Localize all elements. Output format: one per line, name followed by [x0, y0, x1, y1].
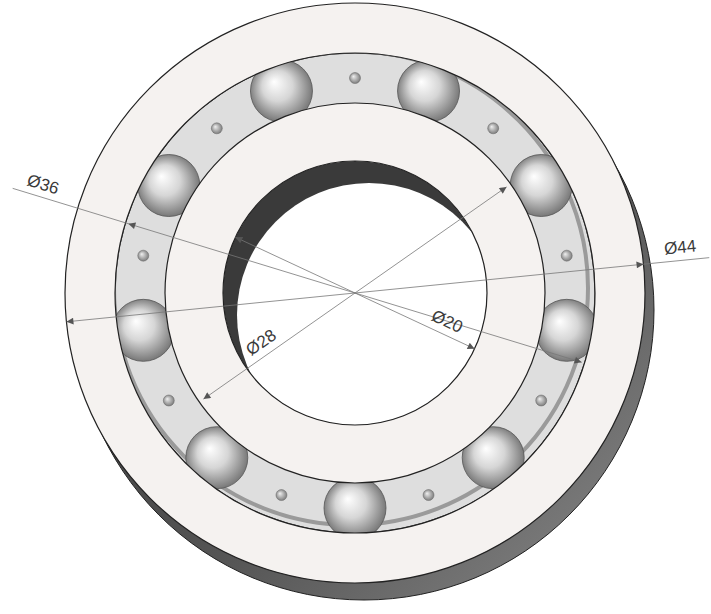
cage-rivet — [276, 490, 287, 501]
cage-rivet — [138, 250, 149, 261]
cage-rivet — [561, 250, 572, 261]
ball — [324, 477, 386, 539]
cage-rivet — [163, 395, 174, 406]
dimension-lines — [13, 187, 710, 399]
dimension-label: Ø28 — [241, 324, 282, 360]
bore-opening — [237, 183, 501, 447]
outer-ring — [65, 3, 645, 583]
cage-rivet — [536, 395, 547, 406]
dimension-label: Ø20 — [426, 305, 467, 337]
bore — [223, 161, 501, 447]
cage-rivet — [211, 123, 222, 134]
bore-edge — [223, 161, 487, 425]
cage-rivet — [350, 73, 361, 84]
leader-line — [13, 188, 129, 223]
inner-ring — [165, 103, 545, 483]
dimension-label: Ø44 — [661, 236, 699, 258]
dimension-line — [203, 187, 506, 399]
cage-rivet — [488, 123, 499, 134]
cage-rivet — [423, 490, 434, 501]
dimension-label: Ø36 — [23, 170, 63, 199]
bearing-body — [65, 3, 654, 600]
leader-line — [644, 258, 710, 265]
dimension-line — [128, 224, 581, 363]
